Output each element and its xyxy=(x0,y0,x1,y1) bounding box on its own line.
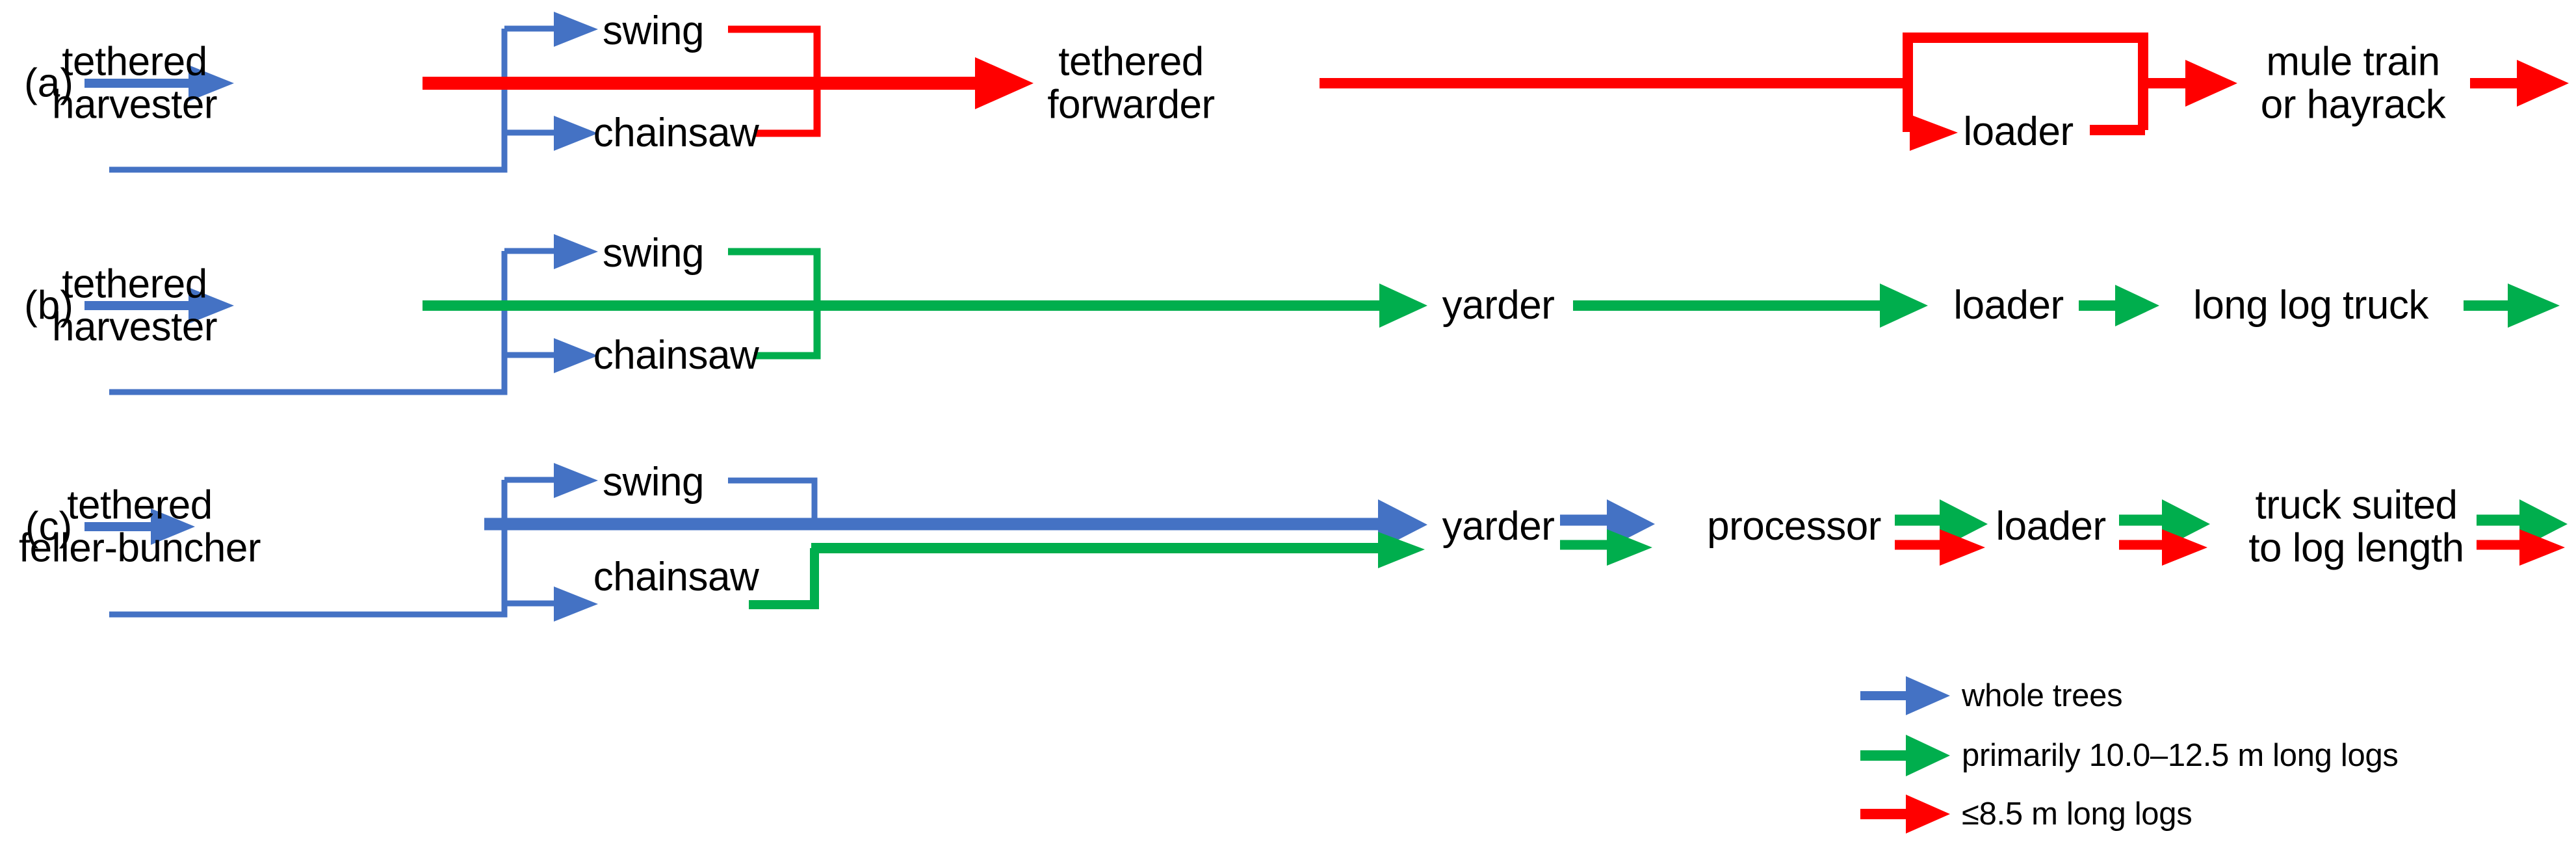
legend-label-whole-trees: whole trees xyxy=(1962,678,2123,713)
node-swing-c: swing xyxy=(602,460,705,505)
edge-intake-harvester-b xyxy=(85,287,234,324)
legend-arrow-long-logs xyxy=(1860,735,1950,776)
edge-trunk-green-yarder-c xyxy=(811,532,1425,568)
node-swing-b: swing xyxy=(602,231,705,276)
node-swing-a: swing xyxy=(602,8,705,54)
node-yarder-c: yarder xyxy=(1442,504,1555,549)
edge-muletrain-offpage-a xyxy=(2470,60,2569,107)
edge-truck-offpage-c xyxy=(2477,499,2568,566)
edge-swing-collector-c xyxy=(728,477,818,520)
node-loader-b: loader xyxy=(1953,283,2064,328)
edge-loader-longlogtruck-b xyxy=(2079,285,2159,326)
row-tag-a: (a) xyxy=(24,60,73,106)
row-a-lines xyxy=(85,12,2569,173)
legend-label-short-logs: ≤8.5 m long logs xyxy=(1962,796,2192,832)
node-tethered-forwarder-a: tethered forwarder xyxy=(1047,39,1215,127)
edge-chainsaw-green-riser-c xyxy=(749,548,819,609)
node-mule-train-or-hayrack-a: mule train or hayrack xyxy=(2260,39,2446,127)
legend-label-long-logs: primarily 10.0–12.5 m long logs xyxy=(1962,738,2399,773)
edge-yarder-loader-b xyxy=(1573,283,1928,328)
edge-harvester-chainsaw-b xyxy=(504,338,598,373)
legend-arrow-whole-trees xyxy=(1860,676,1950,715)
node-chainsaw-c: chainsaw xyxy=(593,555,759,600)
edge-harvester-swing-a xyxy=(504,12,598,47)
edge-longlogtruck-offpage-b xyxy=(2464,283,2560,328)
node-loader-c: loader xyxy=(1996,504,2106,549)
edge-intake-harvester-a xyxy=(85,65,234,101)
edge-yarder-processor-c xyxy=(1560,499,1655,566)
edge-trunk-forwarder-a xyxy=(423,57,1034,109)
node-tethered-harvester-a: tethered harvester xyxy=(52,39,217,127)
node-chainsaw-b: chainsaw xyxy=(593,333,759,378)
node-truck-suited-to-log-length-c: truck suited to log length xyxy=(2248,482,2464,570)
node-chainsaw-a: chainsaw xyxy=(593,111,759,156)
edge-harvester-chainsaw-a xyxy=(504,116,598,151)
edge-harvester-swing-b xyxy=(504,234,598,269)
edge-harvester-loop-b xyxy=(109,251,508,395)
edge-intake-fellerbuncher-c xyxy=(85,508,195,545)
edge-harvester-loop-a xyxy=(109,29,508,173)
node-tethered-feller-buncher-c: tethered feller-buncher xyxy=(18,482,261,570)
node-loader-a: loader xyxy=(1963,109,2074,155)
edge-loader-truck-c xyxy=(2119,499,2210,566)
row-b-lines xyxy=(85,234,2560,395)
row-c-lines xyxy=(85,463,2568,622)
edge-trunk-yarder-b xyxy=(423,283,1427,328)
node-processor-c: processor xyxy=(1707,504,1881,549)
legend-arrows xyxy=(1860,676,1950,834)
legend-arrow-short-logs xyxy=(1860,795,1950,834)
edge-processor-loader-c xyxy=(1895,499,1988,566)
edge-loader-muletrain-a xyxy=(2143,60,2237,107)
node-yarder-b: yarder xyxy=(1442,283,1555,328)
node-long-log-truck-b: long log truck xyxy=(2193,283,2428,328)
edge-trunk-blue-yarder-c xyxy=(484,499,1427,550)
edge-fellerbuncher-swing-c xyxy=(504,463,598,498)
row-tag-c: (c) xyxy=(25,504,73,549)
edge-fellerbuncher-chainsaw-c xyxy=(504,586,598,622)
row-tag-b: (b) xyxy=(24,283,73,328)
node-tethered-harvester-b: tethered harvester xyxy=(52,261,217,349)
